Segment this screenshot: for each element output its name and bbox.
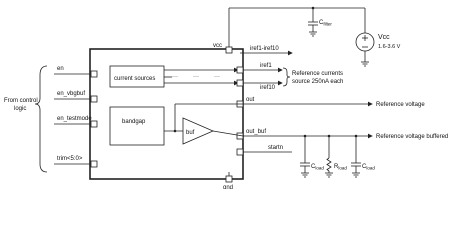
ref-currents-label-1: Reference currents	[292, 71, 343, 77]
rload-label: Rload	[334, 164, 347, 171]
out-buf-label: out_buf	[246, 129, 266, 135]
load-junctions	[303, 134, 358, 138]
bandgap-wiring	[164, 103, 244, 137]
current-sources-block	[109, 65, 165, 88]
input-brace	[34, 65, 48, 173]
buffer-label: buf	[186, 130, 195, 136]
cfilter-label: Cfilter	[319, 20, 332, 27]
from-control-logic-label-1: From control	[4, 98, 38, 104]
startn-label: startn	[268, 145, 283, 151]
vcc-pin	[225, 46, 233, 54]
iref-bus-label: iref1-iref10	[250, 46, 279, 52]
junction-dot	[173, 129, 177, 133]
vcc-pin-label: vcc	[213, 43, 222, 49]
ref-voltage-buffered-label: Reference voltage buffered	[376, 134, 448, 140]
buffer-triangle	[182, 117, 215, 145]
input-pins	[90, 70, 98, 168]
cload1-label: Cload	[311, 164, 324, 171]
bandgap-block	[109, 106, 165, 146]
input-lines	[54, 73, 90, 165]
from-control-logic-label-2: logic	[14, 106, 26, 112]
input-en: en	[57, 66, 64, 72]
current-sources-label: current sources	[114, 76, 155, 82]
iref10-label: iref10	[260, 85, 276, 91]
load-network	[300, 136, 361, 178]
input-trim: trim<5:0>	[57, 156, 83, 162]
out-label: out	[246, 97, 255, 103]
chip-outline	[89, 48, 244, 180]
vcc-source-name: Vcc	[378, 34, 390, 41]
iref-brace	[282, 67, 291, 87]
vcc-source-range: 1.6-3.6 V	[378, 44, 401, 50]
dots-1: ···	[172, 74, 178, 80]
gnd-label: gnd	[223, 185, 233, 189]
cload2-label: Cload	[362, 164, 375, 171]
dots-3: ···	[214, 74, 220, 80]
current-outputs	[164, 67, 239, 86]
bandgap-reference-diagram: From control logic en en_vbgbuf en_testm…	[4, 6, 448, 189]
bandgap-label: bandgap	[122, 119, 146, 125]
input-en-testmode: en_testmode	[57, 116, 92, 122]
iref1-label: iref1	[260, 63, 272, 69]
ref-currents-label-2: source 250nA each	[292, 79, 343, 85]
cfilter-junction	[311, 6, 315, 10]
output-pins	[236, 66, 244, 156]
gnd-pin	[225, 175, 233, 183]
supply-wiring	[228, 7, 375, 67]
ref-voltage-label: Reference voltage	[376, 102, 425, 108]
dots-2: ···	[193, 74, 199, 80]
input-en-vbgbuf: en_vbgbuf	[57, 91, 85, 97]
